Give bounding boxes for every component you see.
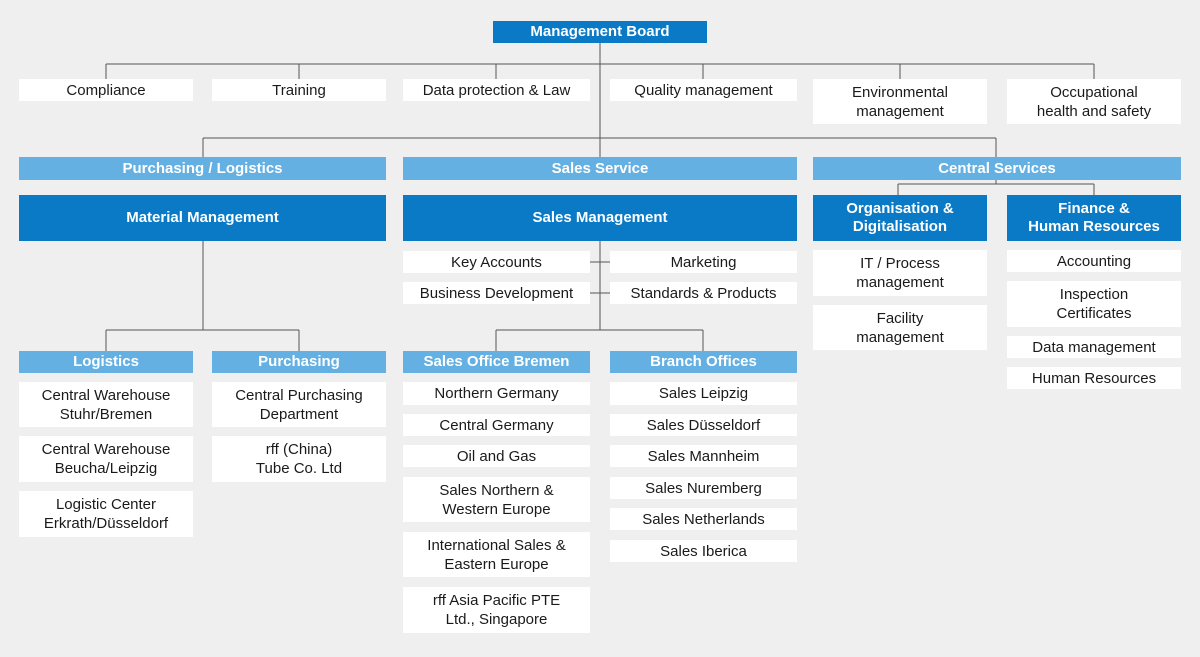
staff-quality-management: Quality management	[610, 79, 797, 101]
logistics-item: Central Warehouse Stuhr/Bremen	[19, 382, 193, 427]
staff-occupational-health-safety: Occupational health and safety	[1007, 79, 1181, 124]
bremen-item: Northern Germany	[403, 382, 590, 405]
logistics-item: Logistic Center Erkrath/Düsseldorf	[19, 491, 193, 537]
staff-data-protection-law: Data protection & Law	[403, 79, 590, 101]
branch-item: Sales Iberica	[610, 540, 797, 562]
branch-item: Sales Mannheim	[610, 445, 797, 467]
purchasing-item: rff (China) Tube Co. Ltd	[212, 436, 386, 482]
finance-item: Data management	[1007, 336, 1181, 358]
staff-environmental-management: Environmental management	[813, 79, 987, 124]
material-management: Material Management	[19, 195, 386, 241]
sales-office-bremen-header: Sales Office Bremen	[403, 351, 590, 373]
branch-item: Sales Leipzig	[610, 382, 797, 405]
branch-item: Sales Netherlands	[610, 508, 797, 530]
division-central-services: Central Services	[813, 157, 1181, 180]
branch-offices-header: Branch Offices	[610, 351, 797, 373]
org-item: IT / Process management	[813, 250, 987, 296]
division-purchasing-logistics: Purchasing / Logistics	[19, 157, 386, 180]
bremen-item: rff Asia Pacific PTE Ltd., Singapore	[403, 587, 590, 633]
logistics-header: Logistics	[19, 351, 193, 373]
sales-management: Sales Management	[403, 195, 797, 241]
division-sales-service: Sales Service	[403, 157, 797, 180]
finance-human-resources: Finance & Human Resources	[1007, 195, 1181, 241]
staff-training: Training	[212, 79, 386, 101]
sales-business-development: Business Development	[403, 282, 590, 304]
organisation-digitalisation: Organisation & Digitalisation	[813, 195, 987, 241]
bremen-item: Sales Northern & Western Europe	[403, 477, 590, 522]
branch-item: Sales Nuremberg	[610, 477, 797, 499]
management-board: Management Board	[493, 21, 707, 43]
org-item: Facility management	[813, 305, 987, 350]
finance-item: Human Resources	[1007, 367, 1181, 389]
staff-compliance: Compliance	[19, 79, 193, 101]
branch-item: Sales Düsseldorf	[610, 414, 797, 436]
bremen-item: International Sales & Eastern Europe	[403, 532, 590, 577]
sales-marketing: Marketing	[610, 251, 797, 273]
finance-item: Accounting	[1007, 250, 1181, 272]
bremen-item: Central Germany	[403, 414, 590, 436]
logistics-item: Central Warehouse Beucha/Leipzig	[19, 436, 193, 482]
sales-standards-products: Standards & Products	[610, 282, 797, 304]
purchasing-item: Central Purchasing Department	[212, 382, 386, 427]
bremen-item: Oil and Gas	[403, 445, 590, 467]
sales-key-accounts: Key Accounts	[403, 251, 590, 273]
finance-item: Inspection Certificates	[1007, 281, 1181, 327]
purchasing-header: Purchasing	[212, 351, 386, 373]
